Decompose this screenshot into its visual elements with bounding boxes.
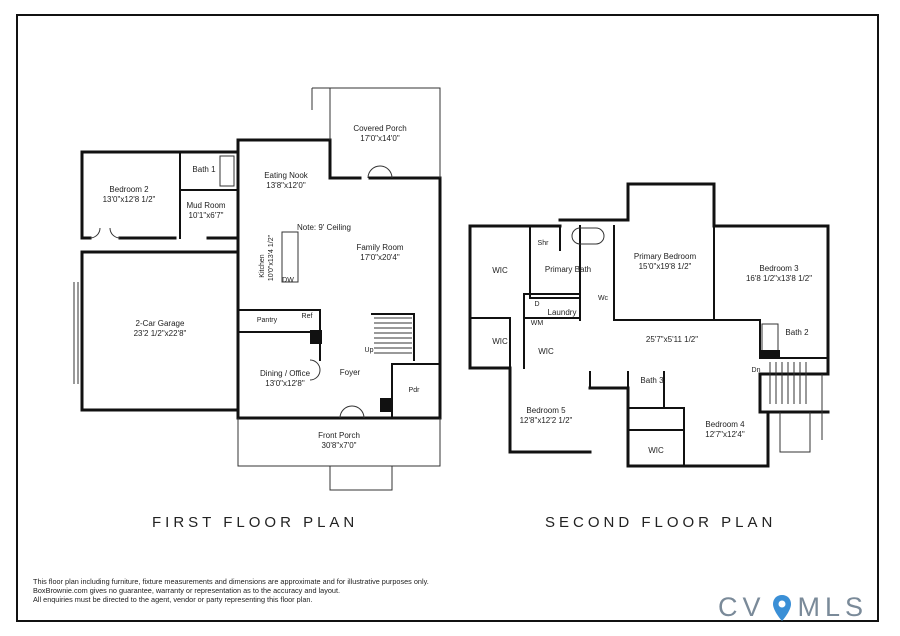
wic-label-bottom: WIC (648, 446, 664, 455)
bedroom5-dims: 12'8"x12'2 1/2" (520, 416, 573, 425)
disclaimer-line: This floor plan including furniture, fix… (33, 577, 429, 586)
bath1-label: Bath 1 (192, 165, 216, 174)
bedroom5-label: Bedroom 5 (526, 406, 566, 415)
dryer-label: D (534, 301, 539, 308)
bath2-label: Bath 2 (785, 328, 809, 337)
powder-room-label: Pdr (409, 387, 421, 394)
wc-label: Wc (598, 295, 609, 302)
bath3-label: Bath 3 (640, 376, 664, 385)
ref-label: Ref (302, 313, 313, 320)
primary-bedroom-dims: 15'0"x19'8 1/2" (639, 262, 692, 271)
logo-text-left: CV (718, 592, 766, 622)
garage-label: 2-Car Garage (136, 319, 185, 328)
front-porch-label: Front Porch (318, 431, 360, 440)
kitchen-dims: 10'0"x13'4 1/2" (268, 234, 275, 281)
kitchen-label: Kitchen (259, 254, 266, 277)
bedroom3-label: Bedroom 3 (759, 264, 799, 273)
page-frame (16, 14, 879, 622)
bedroom4-label: Bedroom 4 (705, 420, 745, 429)
ceiling-note: Note: 9' Ceiling (297, 223, 351, 232)
wic-label-left2: WIC (492, 337, 508, 346)
wic-label-left: WIC (492, 266, 508, 275)
foyer-label: Foyer (340, 368, 361, 377)
eating-nook-label: Eating Nook (264, 171, 309, 180)
dining-label: Dining / Office (260, 369, 311, 378)
front-porch-dims: 30'8"x7'0" (322, 441, 357, 450)
family-room-dims: 17'0"x20'4" (360, 253, 400, 262)
garage-dims: 23'2 1/2"x22'8" (134, 329, 187, 338)
mud-room-label: Mud Room (186, 201, 225, 210)
bedroom3-dims: 16'8 1/2"x13'8 1/2" (746, 274, 812, 283)
primary-bedroom-label: Primary Bedroom (634, 252, 697, 261)
map-pin-icon (772, 594, 791, 621)
second-floor-title: SECOND FLOOR PLAN (545, 514, 777, 531)
eating-nook-dims: 13'8"x12'0" (266, 181, 306, 190)
shower-label: Shr (538, 240, 550, 247)
bedroom2-dims: 13'0"x12'8 1/2" (103, 195, 156, 204)
pantry-label: Pantry (257, 317, 278, 324)
disclaimer-line: BoxBrownie.com gives no guarantee, warra… (33, 586, 341, 595)
cvrmls-logo: CV MLS (718, 592, 868, 623)
logo-text-right: MLS (797, 592, 869, 622)
bedroom4-dims: 12'7"x12'4" (705, 430, 745, 439)
covered-porch-dims: 17'0"x14'0" (360, 134, 400, 143)
wic-label-center: WIC (538, 347, 554, 356)
disclaimer-line: All enquiries must be directed to the ag… (33, 595, 313, 604)
primary-bath-label: Primary Bath (545, 265, 591, 274)
laundry-label: Laundry (548, 308, 577, 317)
stairs-up-label: Up (365, 347, 374, 354)
stairs-down-label: Dn (752, 367, 761, 374)
family-room-label: Family Room (356, 243, 403, 252)
disclaimer: This floor plan including furniture, fix… (33, 577, 429, 604)
dining-dims: 13'0"x12'8" (265, 379, 305, 388)
dishwasher-label: DW (282, 277, 294, 284)
bedroom2-label: Bedroom 2 (109, 185, 149, 194)
mud-room-dims: 10'1"x6'7" (189, 211, 224, 220)
first-floor-title: FIRST FLOOR PLAN (152, 514, 359, 531)
washer-label: WM (531, 320, 544, 327)
hallway-dims: 25'7"x5'11 1/2" (646, 335, 698, 344)
covered-porch-label: Covered Porch (353, 124, 406, 133)
